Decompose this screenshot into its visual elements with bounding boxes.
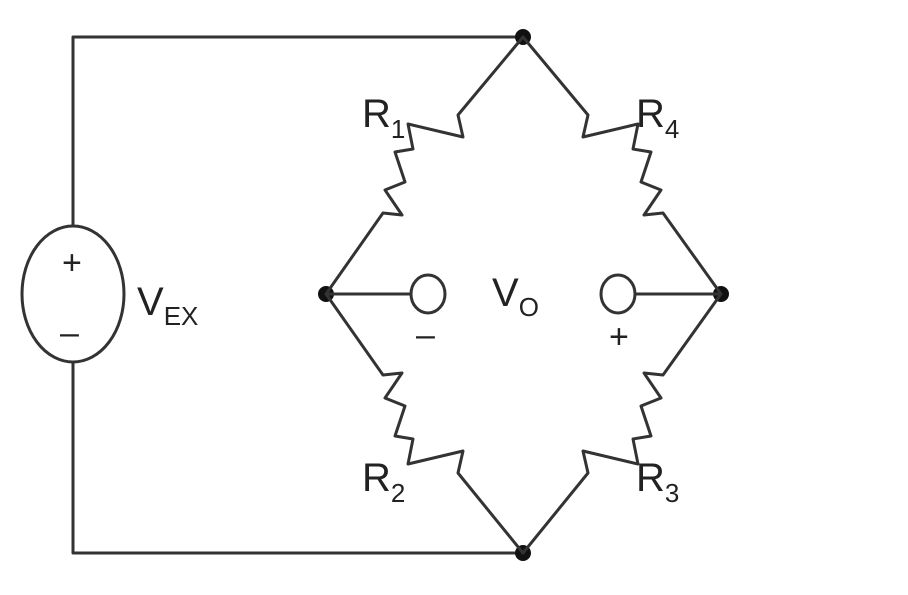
voltage-source-symbol — [20, 224, 126, 364]
wire-bottom — [71, 360, 525, 555]
output-voltage-label: VO — [492, 271, 539, 322]
resistor-r4 — [521, 35, 723, 296]
source-plus-sign: + — [62, 244, 82, 282]
source-voltage-label: VEX — [137, 280, 198, 331]
output-plus-sign: + — [609, 318, 629, 356]
resistor-r1-label: R1 — [362, 92, 405, 144]
resistor-r1 — [324, 35, 525, 296]
source-minus-sign: – — [60, 314, 79, 352]
resistor-r3 — [521, 292, 723, 555]
resistor-r3-label: R3 — [636, 456, 679, 508]
resistor-r4-label: R4 — [636, 92, 679, 144]
wire-top — [71, 35, 525, 227]
resistor-r2-label: R2 — [362, 456, 405, 508]
resistor-r2 — [324, 292, 525, 555]
output-terminal-positive — [599, 273, 637, 315]
output-minus-sign: – — [416, 316, 435, 354]
output-terminal-negative — [409, 273, 447, 315]
